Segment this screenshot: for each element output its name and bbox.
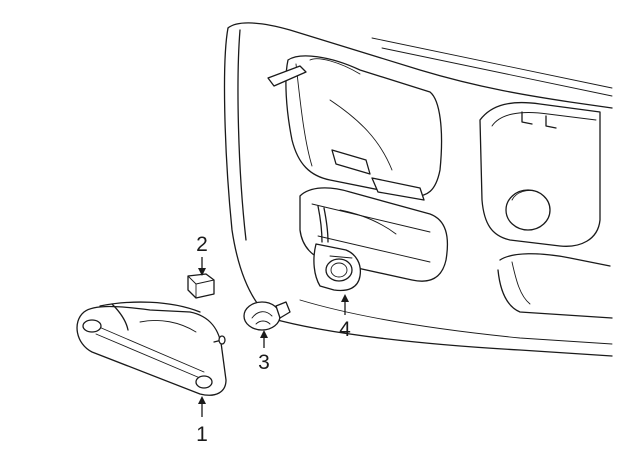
callout-4: 4 <box>339 318 351 341</box>
fog-lamp-bulb <box>243 301 291 331</box>
callout-1: 1 <box>196 423 208 446</box>
callout-3: 3 <box>258 351 270 374</box>
bulb-socket <box>313 205 362 292</box>
callout-2: 2 <box>196 233 208 256</box>
vehicle-front-body <box>223 22 613 357</box>
callout-arrows <box>198 257 349 417</box>
retainer-nut <box>187 273 215 299</box>
fog-lamp-assembly <box>76 301 227 396</box>
